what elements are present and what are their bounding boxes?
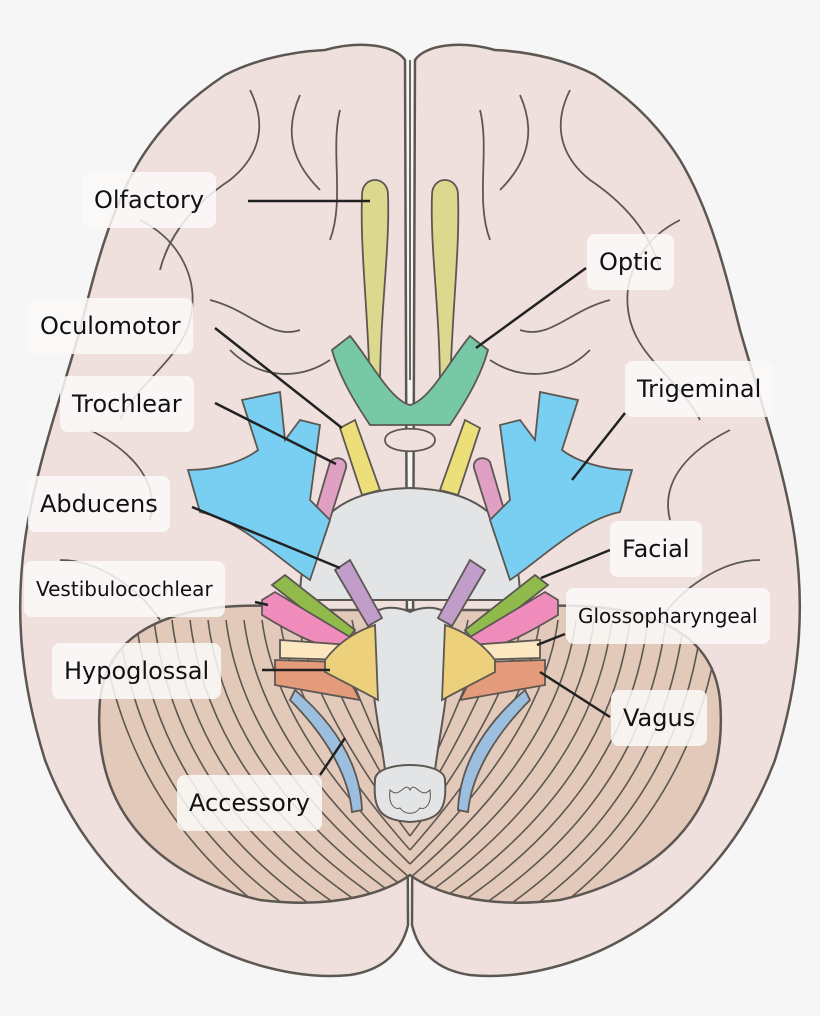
label-vestibulocochlear: Vestibulocochlear bbox=[24, 561, 225, 617]
hypoglossal-rootlets-right bbox=[441, 623, 496, 702]
label-accessory: Accessory bbox=[177, 775, 322, 831]
label-vagus: Vagus bbox=[611, 690, 708, 746]
leader-facial bbox=[540, 548, 611, 580]
abducens-nerve-right bbox=[436, 558, 487, 628]
leader-trigeminal bbox=[571, 412, 626, 481]
label-olfactory: Olfactory bbox=[82, 172, 217, 228]
olfactory-nerve-left bbox=[360, 179, 390, 391]
label-oculomotor: Oculomotor bbox=[28, 298, 193, 354]
folium-line bbox=[243, 619, 411, 879]
folium-line bbox=[409, 619, 595, 893]
label-hypoglossal: Hypoglossal bbox=[52, 643, 222, 699]
oculomotor-nerve-right bbox=[438, 418, 482, 497]
hypoglossal-rootlets-left bbox=[324, 623, 379, 702]
label-abducens: Abducens bbox=[28, 476, 170, 532]
label-trigeminal: Trigeminal bbox=[625, 361, 774, 417]
folium-line bbox=[225, 619, 411, 893]
olfactory-nerve-right bbox=[430, 179, 460, 391]
leader-optic bbox=[475, 266, 587, 350]
folium-line bbox=[409, 619, 559, 865]
label-optic: Optic bbox=[587, 234, 675, 290]
leader-abducens bbox=[191, 505, 341, 570]
folium-line bbox=[409, 619, 721, 903]
accessory-nerve-left bbox=[288, 688, 363, 814]
abducens-nerve-left bbox=[333, 558, 384, 628]
leader-vestibulocochlear bbox=[254, 600, 269, 607]
leader-glossopharyngeal bbox=[536, 632, 566, 647]
medulla bbox=[368, 606, 452, 771]
nerves bbox=[186, 179, 634, 814]
folium-line bbox=[409, 619, 703, 903]
folium-line bbox=[261, 619, 411, 865]
spinal-cord-section bbox=[373, 764, 447, 824]
leader-oculomotor bbox=[214, 327, 343, 429]
mammillary-region bbox=[384, 427, 436, 453]
leader-accessory bbox=[318, 737, 347, 776]
leader-trochlear bbox=[214, 401, 337, 466]
folium-line bbox=[409, 619, 577, 879]
folium-line bbox=[409, 619, 667, 903]
trigeminal-nerve-right bbox=[488, 390, 634, 582]
optic-chiasm bbox=[330, 334, 490, 426]
oculomotor-nerve-left bbox=[338, 418, 382, 497]
label-trochlear: Trochlear bbox=[60, 376, 194, 432]
folium-line bbox=[409, 619, 685, 903]
accessory-nerve-right bbox=[457, 688, 532, 814]
label-facial: Facial bbox=[610, 521, 702, 577]
label-glossopharyngeal: Glossopharyngeal bbox=[566, 588, 770, 644]
folium-line bbox=[409, 619, 613, 903]
grey-matter-butterfly bbox=[389, 786, 431, 814]
leader-vagus bbox=[539, 670, 611, 719]
folium-line bbox=[409, 619, 631, 903]
leader-lines bbox=[191, 199, 626, 776]
